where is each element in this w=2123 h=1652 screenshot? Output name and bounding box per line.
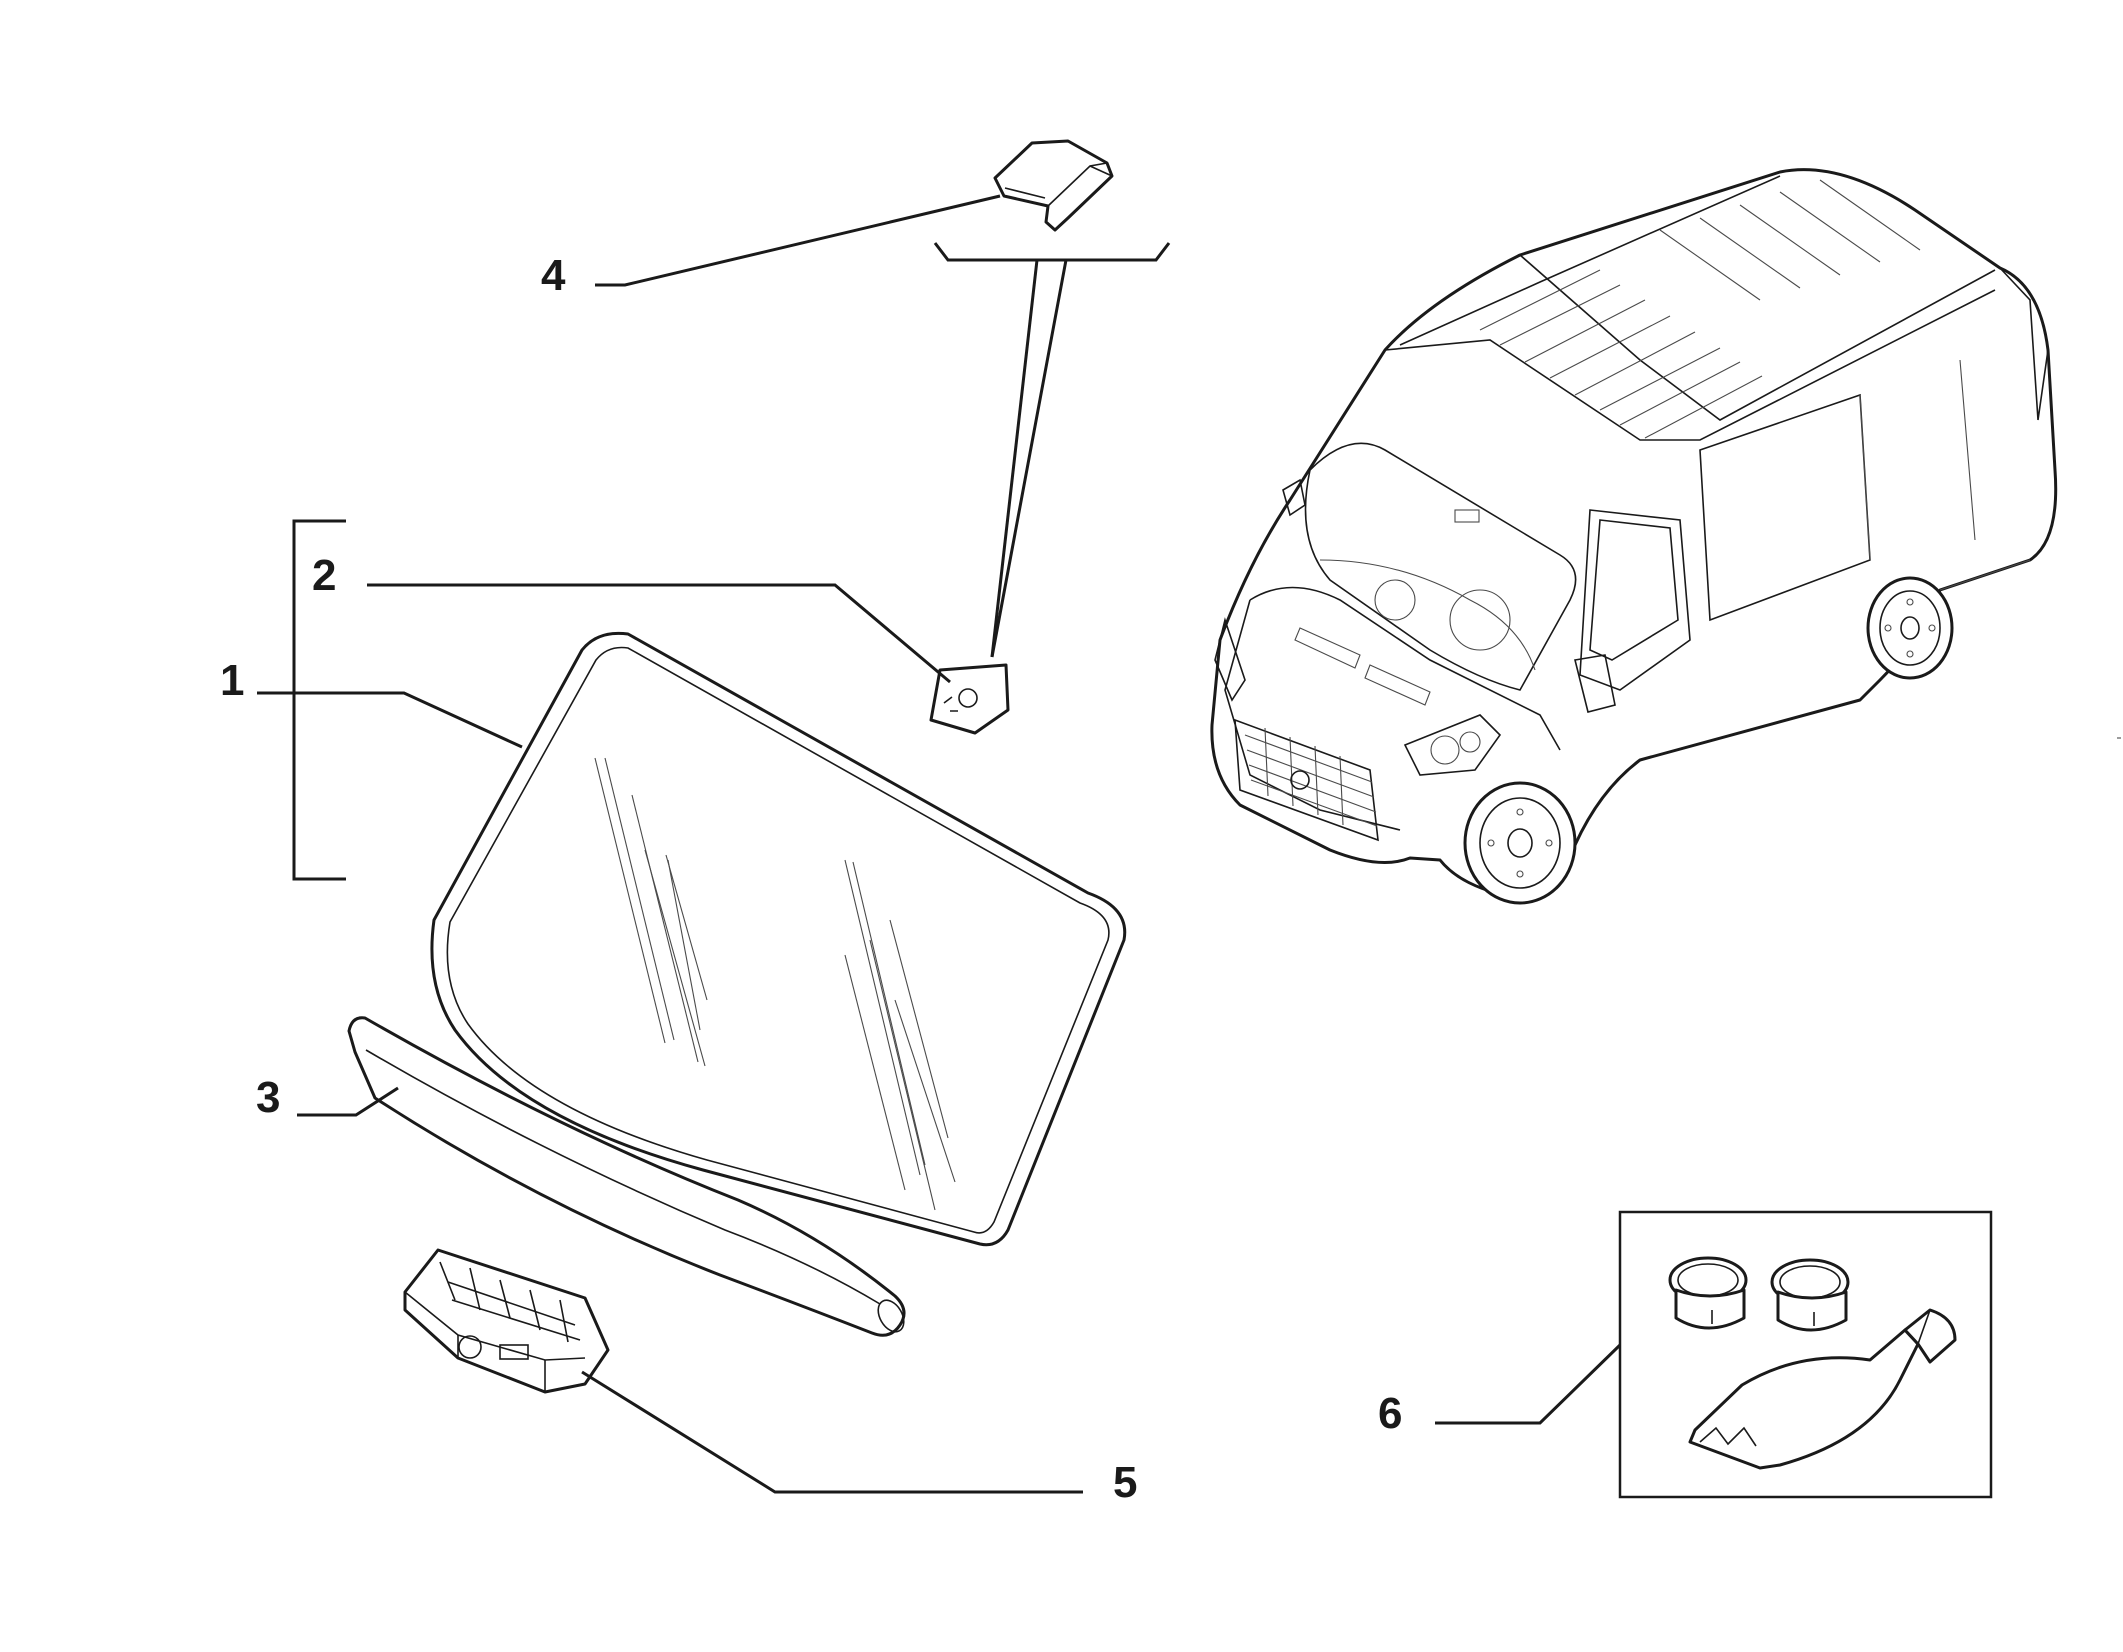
adhesive-tube — [1688, 1308, 1957, 1470]
mirror-cover-part[interactable] — [993, 139, 1114, 232]
clip-block-part[interactable] — [403, 1248, 610, 1394]
leader-line-3 — [297, 1086, 399, 1117]
leader-line-1 — [257, 691, 523, 749]
callout-3: 3 — [256, 1073, 280, 1122]
callout-6: 6 — [1378, 1389, 1402, 1438]
glass-reflection-lines — [594, 757, 956, 1211]
assembly-bracket-1 — [292, 519, 346, 881]
bonding-kit-frame — [1618, 1210, 1993, 1499]
bonding-kit-part[interactable] — [1618, 1210, 1993, 1499]
leader-line-4 — [595, 194, 1001, 287]
windscreen-part[interactable] — [430, 631, 1127, 1247]
sensor-bracket-part[interactable] — [929, 663, 1010, 735]
van-locator-illustration — [1210, 168, 2058, 905]
leader-line-6 — [1435, 1343, 1622, 1425]
front-wheel — [1463, 781, 1577, 905]
mirror-cover-location-bracket — [933, 242, 1171, 658]
rear-wheel — [1866, 576, 1954, 680]
primer-cap-left — [1668, 1256, 1748, 1330]
callout-4: 4 — [541, 251, 566, 300]
primer-cap-right — [1770, 1258, 1850, 1332]
leader-line-2 — [367, 583, 951, 684]
callout-1: 1 — [220, 656, 244, 705]
lower-seal-part[interactable] — [347, 1016, 909, 1337]
callout-5: 5 — [1113, 1458, 1137, 1507]
callout-2: 2 — [312, 551, 336, 600]
leader-line-5 — [581, 1370, 1083, 1494]
